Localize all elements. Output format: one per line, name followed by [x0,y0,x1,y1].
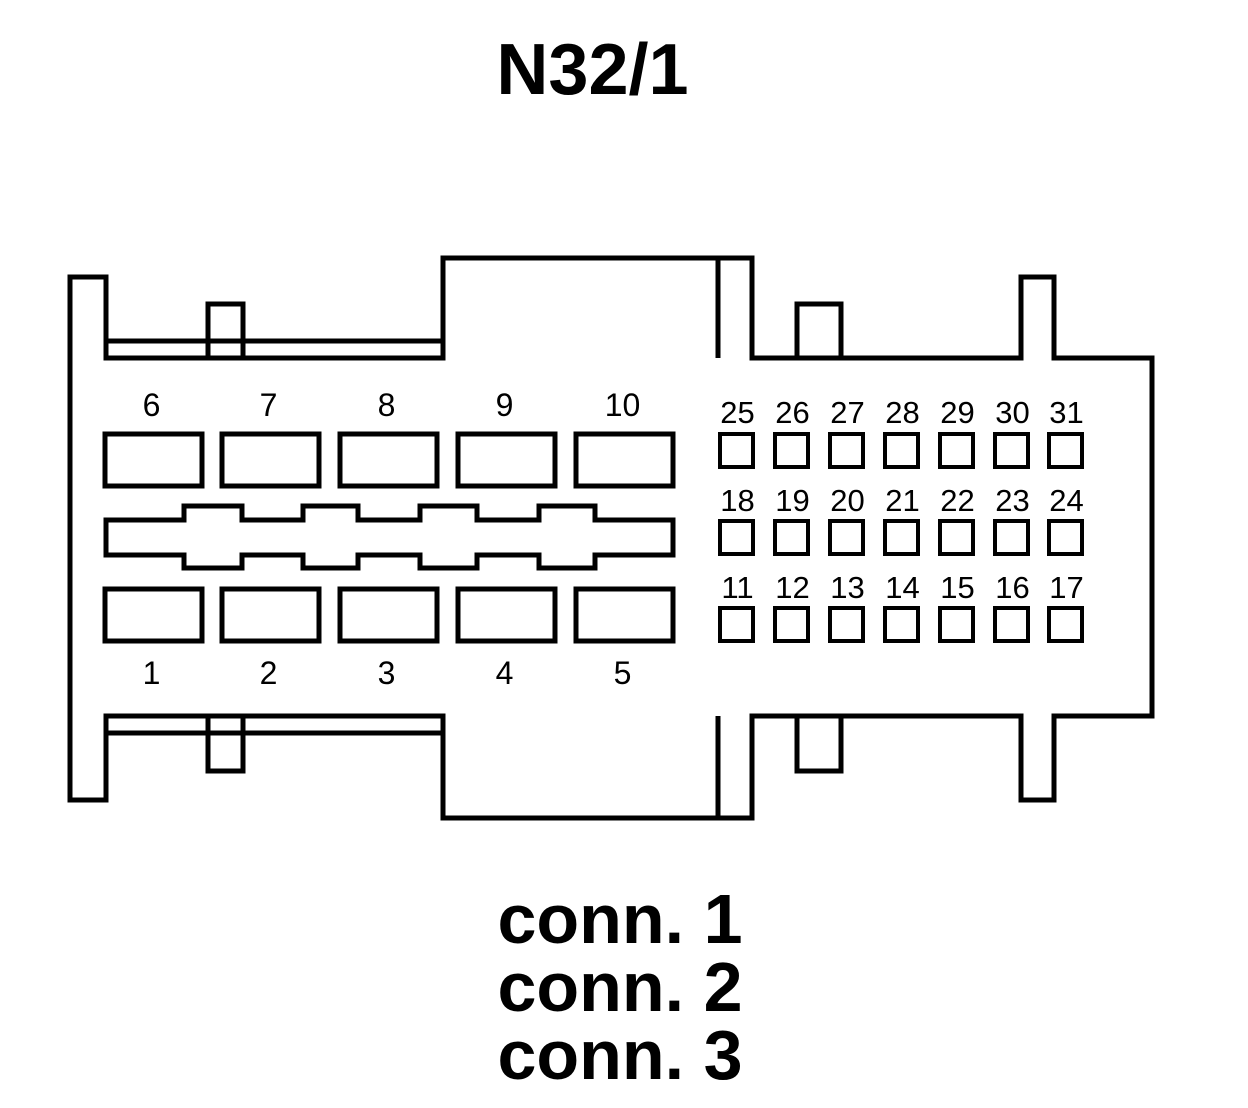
diagram-title: N32/1 [496,30,689,110]
small-pin-cavity-22 [938,519,975,556]
small-pin-cavity-29 [938,432,975,469]
small-pin-label-12: 12 [775,570,809,605]
small-pin-label-17: 17 [1049,570,1083,605]
small-pin-cavity-13 [828,606,865,643]
large-pin-label-2: 2 [260,655,278,691]
small-pin-label-24: 24 [1049,483,1083,518]
small-pin-cavity-14 [883,606,920,643]
small-pin-cavity-27 [828,432,865,469]
small-pin-label-27: 27 [830,395,864,430]
large-pin-cavity-2 [219,586,322,644]
small-pin-label-16: 16 [995,570,1029,605]
small-pin-label-13: 13 [830,570,864,605]
large-pin-label-4: 4 [496,655,514,691]
small-pin-label-30: 30 [995,395,1029,430]
large-pin-label-10: 10 [605,387,641,423]
top-left-rail [103,338,446,361]
large-pin-cavity-6 [102,431,205,489]
large-pin-label-1: 1 [143,655,161,691]
connector-label-2: conn. 2 [497,948,743,1026]
keying-rib [103,503,676,571]
large-pin-cavity-3 [337,586,440,644]
small-pin-cavity-21 [883,519,920,556]
small-pin-cavity-17 [1047,606,1084,643]
small-pin-label-20: 20 [830,483,864,518]
small-pin-label-14: 14 [885,570,919,605]
small-pin-cavity-28 [883,432,920,469]
small-pin-label-22: 22 [940,483,974,518]
small-pin-label-18: 18 [720,483,754,518]
small-pin-cavity-19 [773,519,810,556]
top-tab-right [794,301,844,361]
small-pin-cavity-15 [938,606,975,643]
bottom-tab-left [205,713,246,774]
large-pin-label-8: 8 [378,387,396,423]
small-pin-label-25: 25 [720,395,754,430]
small-pin-label-21: 21 [885,483,919,518]
large-pin-cavity-5 [573,586,676,644]
small-pin-cavity-12 [773,606,810,643]
large-pin-cavity-9 [455,431,558,489]
small-pin-label-19: 19 [775,483,809,518]
large-pin-cavity-1 [102,586,205,644]
small-pin-label-29: 29 [940,395,974,430]
small-pin-cavity-24 [1047,519,1084,556]
small-pin-cavity-11 [718,606,755,643]
small-pin-cavity-16 [993,606,1030,643]
small-pin-label-15: 15 [940,570,974,605]
small-pin-cavity-30 [993,432,1030,469]
top-tab-left [205,301,246,361]
large-pin-label-5: 5 [614,655,632,691]
small-pin-cavity-20 [828,519,865,556]
small-pin-label-28: 28 [885,395,919,430]
small-pin-label-11: 11 [721,570,753,605]
large-pin-label-7: 7 [260,387,278,423]
small-pin-cavity-26 [773,432,810,469]
large-pin-label-6: 6 [143,387,161,423]
large-pin-cavity-8 [337,431,440,489]
small-pin-cavity-31 [1047,432,1084,469]
large-pin-cavity-7 [219,431,322,489]
small-pin-cavity-18 [718,519,755,556]
bottom-left-rail [103,713,446,736]
connector-label-3: conn. 3 [497,1016,743,1094]
small-pin-cavity-23 [993,519,1030,556]
small-pin-label-31: 31 [1049,395,1083,430]
bottom-tab-right [794,713,844,774]
large-pin-cavity-10 [573,431,676,489]
large-pin-label-9: 9 [496,387,514,423]
small-pin-label-26: 26 [775,395,809,430]
connector-label-1: conn. 1 [497,880,743,958]
small-pin-label-23: 23 [995,483,1029,518]
small-pin-cavity-25 [718,432,755,469]
large-pin-label-3: 3 [378,655,396,691]
large-pin-cavity-4 [455,586,558,644]
